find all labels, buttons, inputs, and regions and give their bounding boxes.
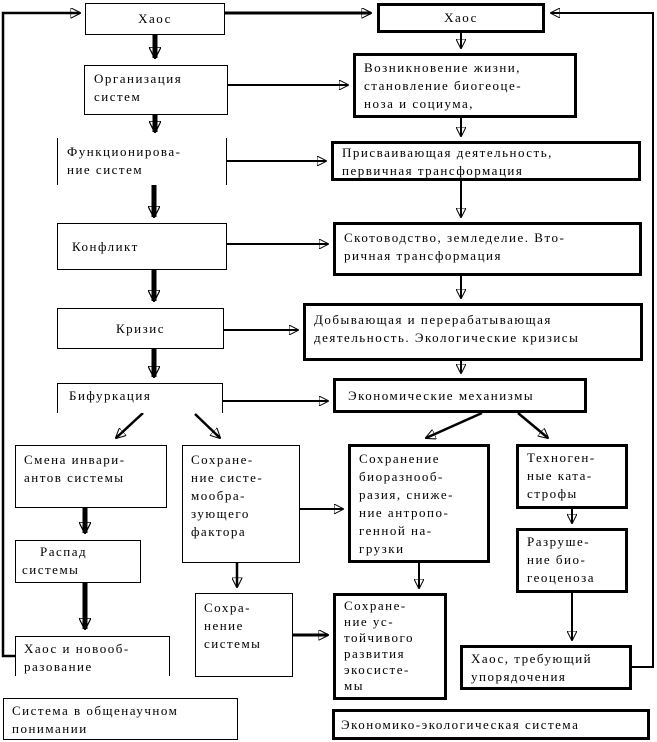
node-smena-invariantov: Смена инвари- антов системы <box>15 445 167 508</box>
node-chaos-i-novoobrazovanie: Хаос и новооб- разование <box>15 636 170 676</box>
node-chaos-right: Хаос <box>377 3 545 33</box>
caption-sistema-v-obshchenauchnom: Система в общенаучном понимании <box>3 698 238 740</box>
caption-ekonomiko-ekologicheskaya: Экономико-экологическая система <box>332 709 650 740</box>
node-dobyvayushchaya: Добывающая и перерабатывающая деятельнос… <box>303 303 643 361</box>
arrow-bifurcation-to-smena <box>116 412 144 438</box>
node-funktsionirovanie-sistem: Функционирова- ние систем <box>57 138 227 185</box>
node-skotovodstvo: Скотоводство, земледелие. Вто- ричная тр… <box>333 222 642 276</box>
node-konflikt: Конфликт <box>57 223 227 270</box>
arrow-econ-mech-to-tekhno <box>517 412 548 438</box>
node-vozniknovenie-zhizni: Возникновение жизни, становление биогеоц… <box>353 53 577 118</box>
node-organizatsiya-sistem: Организация систем <box>84 65 228 115</box>
node-tekhnogennye-katastrofy: Техноген- ные ката- строфы <box>516 444 628 509</box>
node-chaos-left: Хаос <box>85 3 225 35</box>
node-ekonomicheskie-mekhanizmy: Экономические механизмы <box>333 378 587 413</box>
arrow-bifurcation-to-sokhr-faktor <box>194 413 220 438</box>
node-sokhranenie-faktora: Сохране- ние систе- мообра- зующего факт… <box>182 445 300 563</box>
node-sokhranenie-ustoichivogo: Сохране- ние ус- тойчивого развития экос… <box>333 593 447 700</box>
node-bifurkatsiya: Бифуркация <box>57 383 223 413</box>
node-raspad-sistemy: Распад системы <box>15 540 141 583</box>
node-sokhranenie-bioraznoobraziya: Сохранение биоразнооб- разия, сниже- ние… <box>348 444 490 563</box>
arrow-econ-mech-to-sokhr-bio <box>426 411 483 438</box>
node-prisvaivayushchaya: Присваивающая деятельность, первичная тр… <box>331 141 641 181</box>
node-krizis: Кризис <box>57 308 224 349</box>
node-chaos-trebuyushchii: Хаос, требующий упорядочения <box>460 645 632 690</box>
node-sokhranenie-sistemy: Сохра- нение системы <box>195 593 293 677</box>
feedback-right-chaos-trebu-to-chaos <box>551 13 654 668</box>
feedback-left-chaos-novo-to-chaos <box>1 13 80 658</box>
node-razrushenie-biogeotsenoza: Разруше- ние био- геоценоза <box>516 528 628 593</box>
